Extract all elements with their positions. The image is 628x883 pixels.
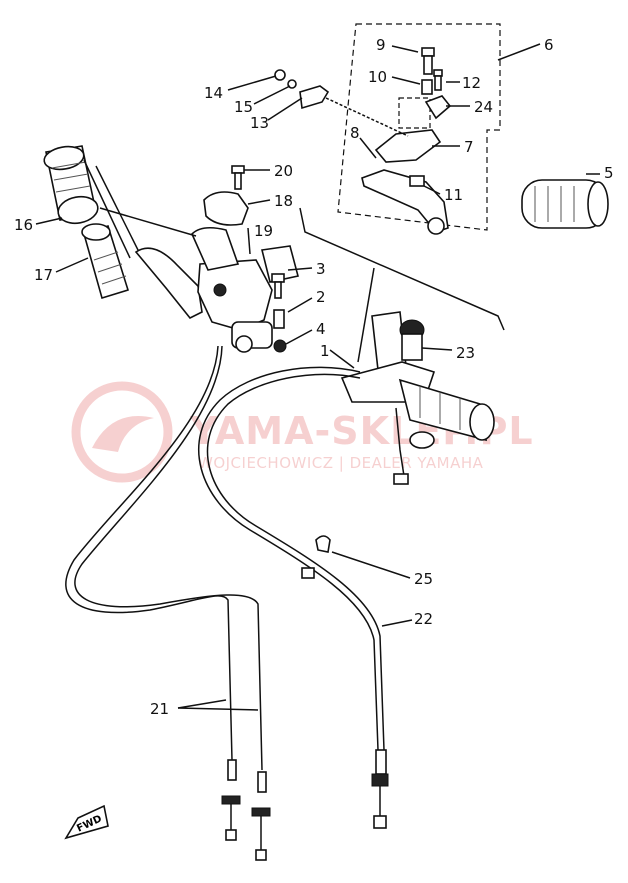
lever-assembly-box xyxy=(337,23,501,231)
left-switch-housing xyxy=(134,245,299,353)
handlebar-left xyxy=(83,159,131,259)
lever-8 xyxy=(361,169,449,233)
cable-21-a xyxy=(65,345,233,761)
grip-16 xyxy=(43,145,99,225)
label-24: 24 xyxy=(474,98,493,116)
label-20: 20 xyxy=(274,162,293,180)
cap-18 xyxy=(203,191,249,226)
watermark-tagline: WOJCIECHOWICZ | DEALER YAMAHA xyxy=(198,454,484,472)
label-21: 21 xyxy=(150,700,169,718)
fwd-arrow-icon: FWD xyxy=(64,804,109,840)
cable-21-b xyxy=(74,345,263,771)
clip-25-b xyxy=(301,567,315,579)
clip-25 xyxy=(315,535,331,553)
label-8: 8 xyxy=(350,124,360,142)
label-19: 19 xyxy=(254,222,273,240)
label-14: 14 xyxy=(204,84,223,102)
label-11: 11 xyxy=(444,186,463,204)
label-25: 25 xyxy=(414,570,433,588)
assembly-bracket xyxy=(299,207,505,331)
label-10: 10 xyxy=(368,68,387,86)
assembly-arrow-line xyxy=(357,267,375,363)
label-4: 4 xyxy=(316,320,326,338)
lever-end xyxy=(427,217,445,235)
label-2: 2 xyxy=(316,288,326,306)
nut-4 xyxy=(273,339,287,353)
label-5: 5 xyxy=(604,164,614,182)
screw-14 xyxy=(274,69,286,81)
clamp-13 xyxy=(299,85,330,110)
clamp-13-link xyxy=(325,97,409,137)
screw-20 xyxy=(231,165,245,190)
cable-22-b xyxy=(206,373,385,751)
label-7: 7 xyxy=(464,138,474,156)
bolt-12 xyxy=(433,69,443,91)
grip-17 xyxy=(81,223,130,300)
handlebar-left-2 xyxy=(95,165,141,255)
switch-wire xyxy=(395,407,405,477)
label-22: 22 xyxy=(414,610,433,628)
label-23: 23 xyxy=(456,344,475,362)
label-9: 9 xyxy=(376,36,386,54)
right-switch-assembly xyxy=(340,311,495,449)
label-13: 13 xyxy=(250,114,269,132)
label-16: 16 xyxy=(14,216,33,234)
cable-end-21-b xyxy=(251,771,271,861)
collar-10 xyxy=(421,79,433,95)
label-12: 12 xyxy=(462,74,481,92)
label-6: 6 xyxy=(544,36,554,54)
cable-end-21-a xyxy=(221,759,241,841)
lever-holder-7 xyxy=(374,129,442,163)
leader-lines xyxy=(35,43,600,711)
callout-labels: 9 10 12 6 24 7 8 11 14 15 13 5 16 17 20 … xyxy=(14,36,614,718)
label-1: 1 xyxy=(320,342,330,360)
bolt-9 xyxy=(421,47,435,75)
grip-5 xyxy=(521,179,609,229)
screw-3 xyxy=(271,273,285,299)
cable-22 xyxy=(197,366,379,751)
label-18: 18 xyxy=(274,192,293,210)
watermark-logo-icon xyxy=(71,381,173,483)
label-3: 3 xyxy=(316,260,326,278)
cable-end-22 xyxy=(371,749,389,829)
grip-half xyxy=(191,226,240,271)
label-15: 15 xyxy=(234,98,253,116)
nut-11 xyxy=(409,175,425,187)
label-17: 17 xyxy=(34,266,53,284)
wire-connector xyxy=(393,473,409,485)
watermark-logo-swoosh-icon xyxy=(92,416,154,452)
spring-2 xyxy=(273,309,285,329)
lever-inset-box xyxy=(398,97,431,129)
